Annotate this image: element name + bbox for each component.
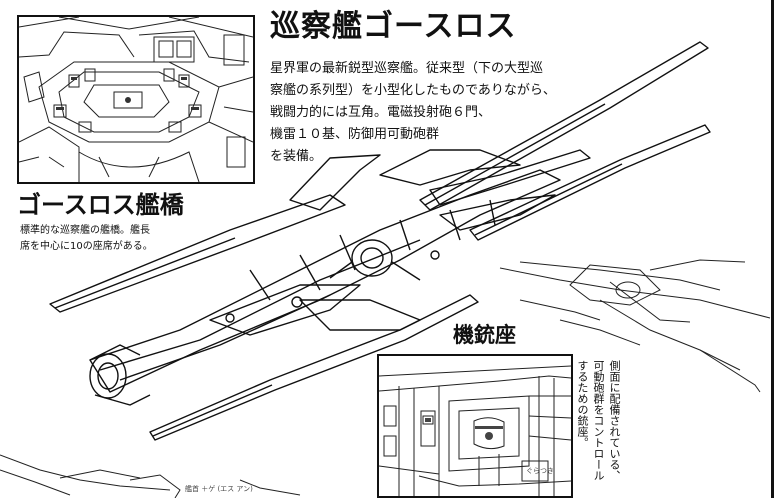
ship-description: 星界軍の最新鋭型巡察艦。従来型（下の大型巡 察艦の系列型）を小型化したものであり…: [270, 61, 556, 164]
bottom-note: 艦首 ＋ゲ (エス アン): [185, 485, 253, 493]
gun-seat-title: 機銃座: [453, 323, 516, 347]
bridge-sketch: [19, 17, 253, 182]
gun-seat-illustration-frame: ぐらつき: [377, 354, 573, 498]
gun-seat-caption: 側面に配備されている、 可動砲群をコントロール するための銃座。: [576, 360, 621, 481]
gun-seat-sketch: [379, 365, 571, 496]
bridge-title: ゴースロス艦橋: [17, 191, 184, 219]
bridge-illustration-frame: [17, 15, 255, 184]
page-border: [771, 0, 774, 498]
bridge-caption: 標準的な巡察艦の艦橋。艦長 席を中心に10の座席がある。: [20, 225, 153, 252]
page-title: 巡察艦ゴースロス: [270, 9, 517, 44]
gun-sketch-note: ぐらつき: [526, 467, 554, 475]
